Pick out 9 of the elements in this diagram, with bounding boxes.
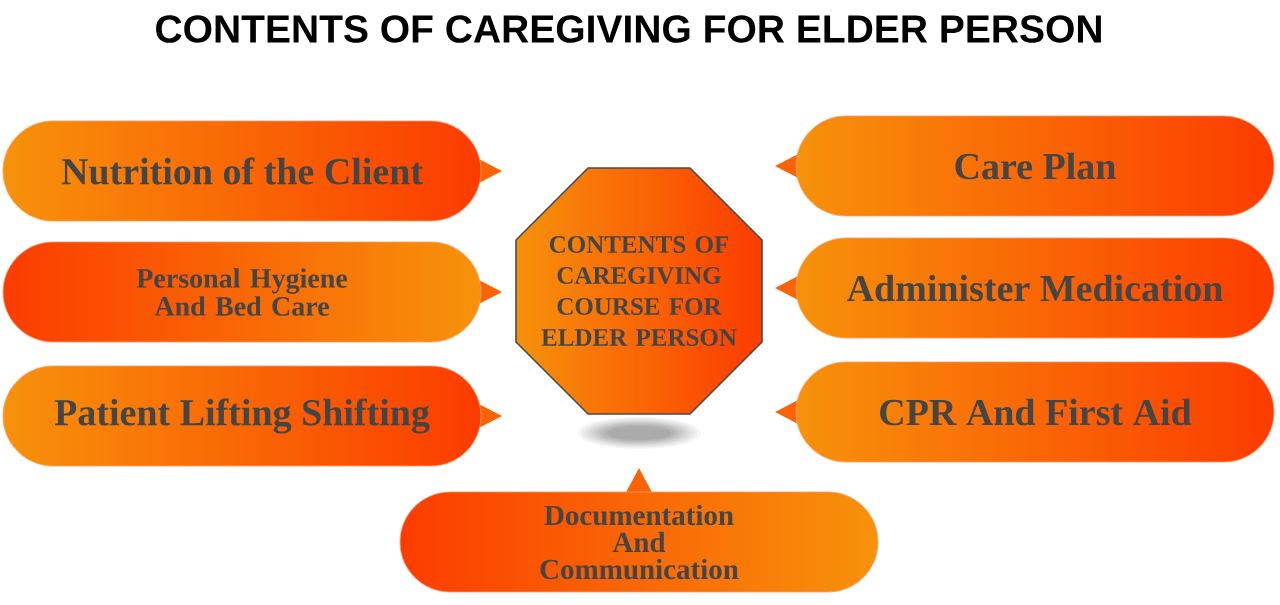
callout-bubble: Administer Medication [775,237,1275,339]
callout-bubble: CPR And First Aid [775,361,1275,463]
callout-bubble: Personal Hygiene And Bed Care [2,241,502,343]
title: CONTENTS OF CAREGIVING FOR ELDER PERSON [156,15,1101,43]
callout-bubble: Documentation And Communication [399,468,879,593]
callout-bubble: Care Plan [775,115,1275,217]
callout-bubble: Patient Lifting Shifting [2,365,502,467]
octagon: CONTENTS OF CAREGIVING COURSE FOR ELDER PERSON [515,167,763,415]
callout-bubble: Nutrition of the Client [2,120,502,222]
